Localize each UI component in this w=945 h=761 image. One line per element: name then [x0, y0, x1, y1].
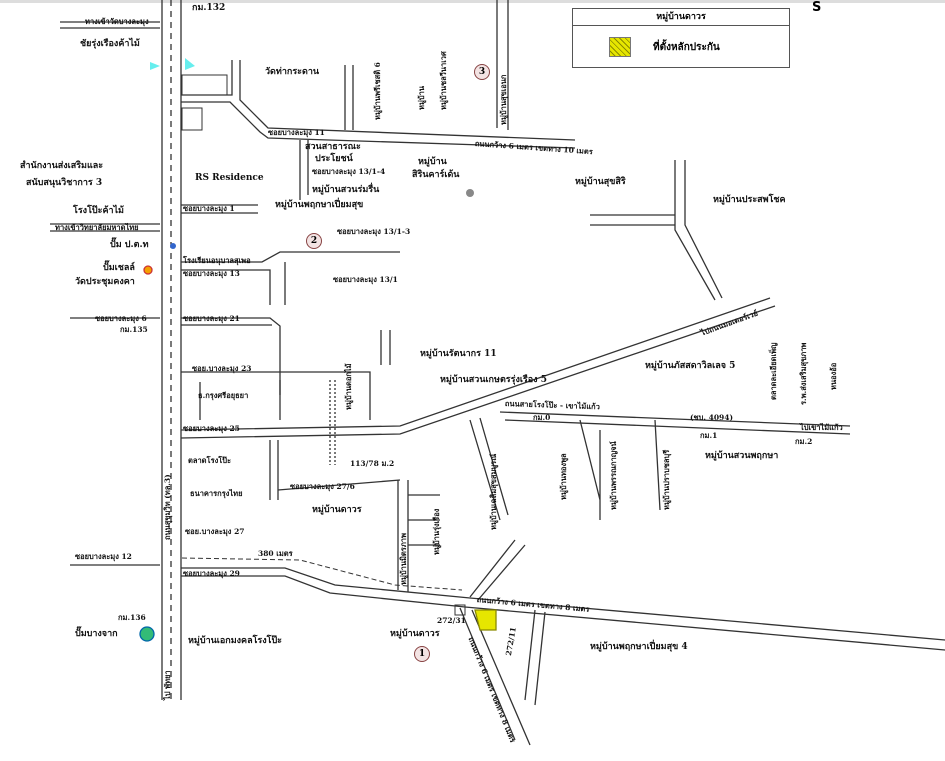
- label-phatsadu: หมู่บ้านภัสสดาวิลเลจ 5: [645, 361, 736, 371]
- km-135: กม.135: [120, 325, 148, 334]
- label-ratnakorn: หมู่บ้านรัตนากร 11: [420, 349, 497, 359]
- label-ptt: ปั๊ม ป.ต.ท: [110, 240, 149, 250]
- label-office: สำนักงานส่งเสริมและ: [20, 161, 104, 171]
- label-suan-kaset: หมู่บ้านสวนเกษตรรุ่งเรือง 5: [440, 375, 547, 385]
- label-suan-phruksa: หมู่บ้านสวนพฤกษา: [705, 451, 779, 461]
- collateral-swatch: [609, 37, 631, 57]
- label-to-khao: ไปเขาไม้แก้ว: [800, 423, 843, 432]
- label-v-khong: หมู่บ้านทองพูล: [559, 453, 568, 500]
- km-132: กม.132: [192, 3, 226, 13]
- label-soi-23: ซอย.บางละมุง 23: [192, 364, 252, 373]
- label-sao: ตลาดละเอียดเพ็ญ: [769, 342, 778, 400]
- page-top-edge: [0, 0, 945, 3]
- label-wat-pra: วัดประชุมคงคา: [75, 277, 135, 287]
- bangchak-icon: [139, 626, 155, 642]
- marker-2: 2: [306, 233, 322, 249]
- label-ayutthaya: ธ.กรุงศรีอยุธยา: [198, 391, 249, 400]
- road-soi-29: [181, 539, 945, 746]
- label-soi-13-1-3: ซอยบางละมุง 13/1-3: [337, 227, 411, 236]
- label-wat-tha: วัดท่ากระดาน: [265, 67, 320, 77]
- label-380m: 380 เมตร: [258, 549, 293, 558]
- label-v-a: หมู่บ้าน: [417, 86, 426, 110]
- label-address: 113/78 ม.2: [350, 459, 395, 468]
- label-ch4094: (ชบ. 4094): [690, 413, 734, 422]
- label-soi-12: ซอยบางละมุง 12: [75, 552, 132, 561]
- shell-icon: [143, 265, 153, 275]
- label-v-b: หมู่บ้านชลวีนาเวศ: [439, 51, 448, 110]
- label-soi-13-1: ซอยบางละมุง 13/1: [333, 275, 398, 284]
- gas-ptt-icon: [466, 189, 474, 197]
- label-siri: หมู่บ้าน: [418, 157, 447, 167]
- label-rs-residence: RS Residence: [195, 173, 264, 183]
- label-soi-11: ซอยบางละมุง 11: [268, 128, 325, 137]
- ptt-icon: [170, 243, 176, 249]
- label-v-rung: หมู่บ้านรุ่งเรือง: [432, 508, 441, 555]
- label-wat-entrance: ทางเข้าวัดบางละมุง: [85, 17, 149, 26]
- label-to-pattaya: ไป พัทยา: [163, 670, 172, 700]
- label-soi-6: ซอยบางละมุง 6: [95, 314, 147, 323]
- label-uni: ทางเข้าวิทยาลัยมหาดไทย: [55, 223, 139, 232]
- label-soi-1: ซอยบางละมุง 1: [183, 204, 235, 213]
- label-park: สวนสาธารณะ: [305, 142, 361, 152]
- legend-item: ที่ตั้งหลักประกัน: [653, 42, 720, 53]
- label-soi-13-1-4: ซอยบางละมุง 13/1-4: [312, 167, 386, 176]
- compass-label: S: [812, 0, 822, 15]
- km-0: กม.0: [533, 413, 551, 422]
- label-soi-13: ซอยบางละมุง 13: [183, 269, 240, 278]
- label-siri2: สิรินคาร์เด้น: [412, 170, 460, 180]
- label-v-pleng: หมู่บ้านปราบชลบุรี: [662, 449, 671, 510]
- soi-roads: [180, 160, 851, 592]
- label-soi-21: ซอยบางละมุง 21: [183, 314, 240, 323]
- collateral-plot: [474, 609, 497, 631]
- label-v-phor: หมู่บ้านพรีเชสติ 6: [373, 62, 382, 120]
- label-v-c: หมู่บ้านสุขเอนก: [499, 74, 508, 125]
- label-school: โรงเรียนอนุบาลสุเพอ: [183, 256, 251, 265]
- label-phruksa-4: หมู่บ้านพฤกษาเปี่ยมสุข 4: [590, 642, 688, 652]
- label-baan-dk: หมู่บ้านดอกไม้: [344, 363, 353, 410]
- bridge-icon: [150, 62, 160, 70]
- highway-sukhumvit: [161, 0, 182, 700]
- label-ktb: ธนาคารกรุงไทย: [190, 489, 243, 498]
- label-soi-25: ซอยบางละมุง 25: [183, 424, 240, 433]
- label-suksiri: หมู่บ้านสุขสิริ: [575, 177, 626, 187]
- label-v-mango: หมู่บ้านมิตรภาพ: [399, 533, 408, 585]
- label-akemongkol: หมู่บ้านเอกมงคลโรงโป๊ะ: [188, 636, 283, 646]
- legend-title: หมู่บ้านดาวร: [573, 9, 789, 26]
- building-marker: [454, 604, 466, 616]
- km-136: กม.136: [118, 613, 146, 622]
- label-park2: ประโยชน์: [315, 154, 353, 164]
- label-daowan-v: หมู่บ้านดาวร: [312, 505, 362, 515]
- bridge-icon: [185, 58, 195, 70]
- label-office2: สนับสนุนวิชาการ 3: [26, 178, 103, 188]
- label-wood: โรงโป๊ะค้าไม้: [73, 206, 124, 216]
- label-shell: ปั๊มเชลล์: [103, 263, 135, 273]
- road-soi-11: [181, 0, 576, 200]
- label-soi-27: ซอย.บางละมุง 27: [185, 527, 245, 536]
- left-side-streets: [50, 21, 228, 566]
- label-market: ตลาดโรงโป๊ะ: [188, 456, 232, 465]
- label-v-chalerm: หมู่บ้านเฉลิมสุขสมบูรณ์: [489, 453, 498, 530]
- label-soi-27-6: ซอยบางละมุง 27/6: [290, 482, 355, 491]
- label-hospital: ร.พ.ส่งเสริมสุขภาพ: [799, 342, 808, 405]
- label-daowan: หมู่บ้านดาวร: [390, 629, 440, 639]
- label-soi-29: ซอยบางละมุง 29: [183, 569, 240, 578]
- label-phruksa-pp: หมู่บ้านพฤกษาเปี่ยมสุข: [275, 200, 364, 210]
- label-yai: หนองอ้อ: [829, 362, 838, 390]
- label-shop: ชัยรุ่งเรืองค้าไม้: [80, 39, 140, 49]
- label-highway: ถนนสุขุมวิท (ทล.3): [163, 474, 172, 540]
- label-272-31: 272/31: [437, 616, 466, 625]
- marker-1: 1: [414, 646, 430, 662]
- label-prasert: หมู่บ้านประสพโชค: [713, 195, 786, 205]
- label-suan-rom: หมู่บ้านสวนร่มรื่น: [312, 185, 380, 195]
- map-legend: หมู่บ้านดาวร ที่ตั้งหลักประกัน: [572, 8, 790, 68]
- label-v-panna: หมู่บ้านพรรณกาญจน์: [609, 441, 618, 510]
- km-1: กม.1: [700, 431, 718, 440]
- label-bangchak: ปั๊มบางจาก: [75, 629, 118, 639]
- marker-3: 3: [474, 64, 490, 80]
- km-2: กม.2: [795, 437, 813, 446]
